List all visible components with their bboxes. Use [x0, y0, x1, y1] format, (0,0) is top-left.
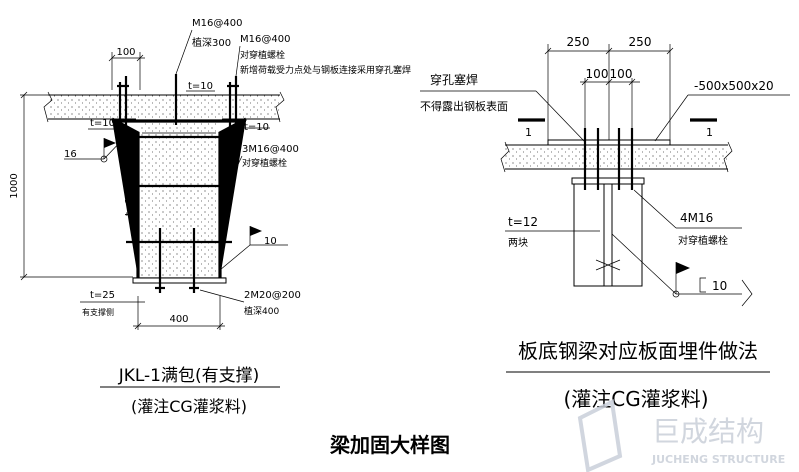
- label-section-right: 1: [706, 126, 713, 139]
- watermark-logo-icon: [577, 398, 623, 472]
- label-plate-size: -500x500x20: [694, 79, 774, 93]
- label-stiffener-note: 两块: [508, 237, 528, 249]
- label-top-bolt: M16@400: [192, 18, 242, 29]
- embed-plate: [547, 139, 671, 146]
- label-stiffener: t=12: [508, 215, 538, 229]
- dim-left-100: 100: [586, 67, 609, 81]
- label-thru-bolt-note: 对穿植螺栓: [240, 49, 285, 61]
- dim-height-1000: 1000: [9, 173, 20, 198]
- label-bottom-embed: 植深400: [244, 305, 279, 317]
- dim-bottom-400: 400: [169, 314, 188, 325]
- watermark-brand: 巨成结构: [652, 415, 764, 448]
- label-side-bolt-note: 对穿植螺栓: [242, 157, 287, 169]
- label-section-left: 1: [525, 126, 532, 139]
- right-jacket-plate: [218, 117, 247, 278]
- label-plate-side: t=10: [124, 191, 135, 216]
- label-embed-300: 植深300: [192, 36, 231, 49]
- right-slab: [505, 145, 728, 169]
- label-new-load-note: 新增荷载受力点处与钢板连接采用穿孔塞焊: [240, 64, 411, 76]
- left-detail-title: JKL-1满包(有支撑): [118, 366, 260, 386]
- left-detail-subtitle: (灌注CG灌浆料): [131, 397, 247, 416]
- label-thru-bolt: M16@400: [240, 34, 290, 45]
- left-slab: [48, 95, 280, 119]
- label-side-bolt: 3M16@400: [242, 144, 299, 155]
- dim-left-250: 250: [567, 35, 590, 49]
- label-plug-weld-note: 不得露出钢板表面: [420, 99, 508, 113]
- weld-flag-right-icon: [250, 226, 262, 236]
- right-embed-detail: 1 1 250 250 100 100 穿孔塞焊 不得露: [420, 35, 790, 411]
- right-detail-title: 板底钢梁对应板面埋件做法: [518, 339, 758, 363]
- steel-beam-flange: [571, 177, 645, 185]
- label-plate-left: t=10: [90, 118, 115, 129]
- label-weld-right: 10: [264, 236, 277, 247]
- label-plug-weld: 穿孔塞焊: [430, 72, 478, 87]
- steel-beam-web: [573, 183, 643, 287]
- label-bolts: 4M16: [680, 211, 713, 225]
- right-detail-subtitle: (灌注CG灌浆料): [563, 387, 708, 411]
- left-beam-body: [140, 119, 218, 277]
- label-weld-left: 16: [64, 149, 77, 160]
- weld-flag-left-icon: [104, 138, 116, 148]
- dim-right-100: 100: [610, 67, 633, 81]
- label-weld-size: 10: [712, 279, 727, 293]
- weld-flag-icon: [676, 262, 690, 274]
- left-beam-detail: 100 1000 400 M16@400 植深300 M16@400 对穿植螺栓…: [9, 18, 411, 416]
- watermark: 巨成结构 JUCHENG STRUCTURE: [577, 398, 785, 472]
- label-bottom-bolt: 2M20@200: [244, 290, 301, 301]
- label-plate-right: t=10: [244, 122, 269, 133]
- label-bolts-note: 对穿植螺栓: [678, 234, 728, 247]
- label-bottom-plate: t=25: [90, 290, 115, 301]
- dim-right-250: 250: [629, 35, 652, 49]
- watermark-brand-en: JUCHENG STRUCTURE: [651, 453, 785, 466]
- drawing-caption: 梁加固大样图: [329, 433, 450, 457]
- label-bottom-plate-note: 有支撑侧: [82, 307, 114, 317]
- label-plate-top: t=10: [188, 81, 213, 92]
- dim-top-100: 100: [116, 47, 135, 58]
